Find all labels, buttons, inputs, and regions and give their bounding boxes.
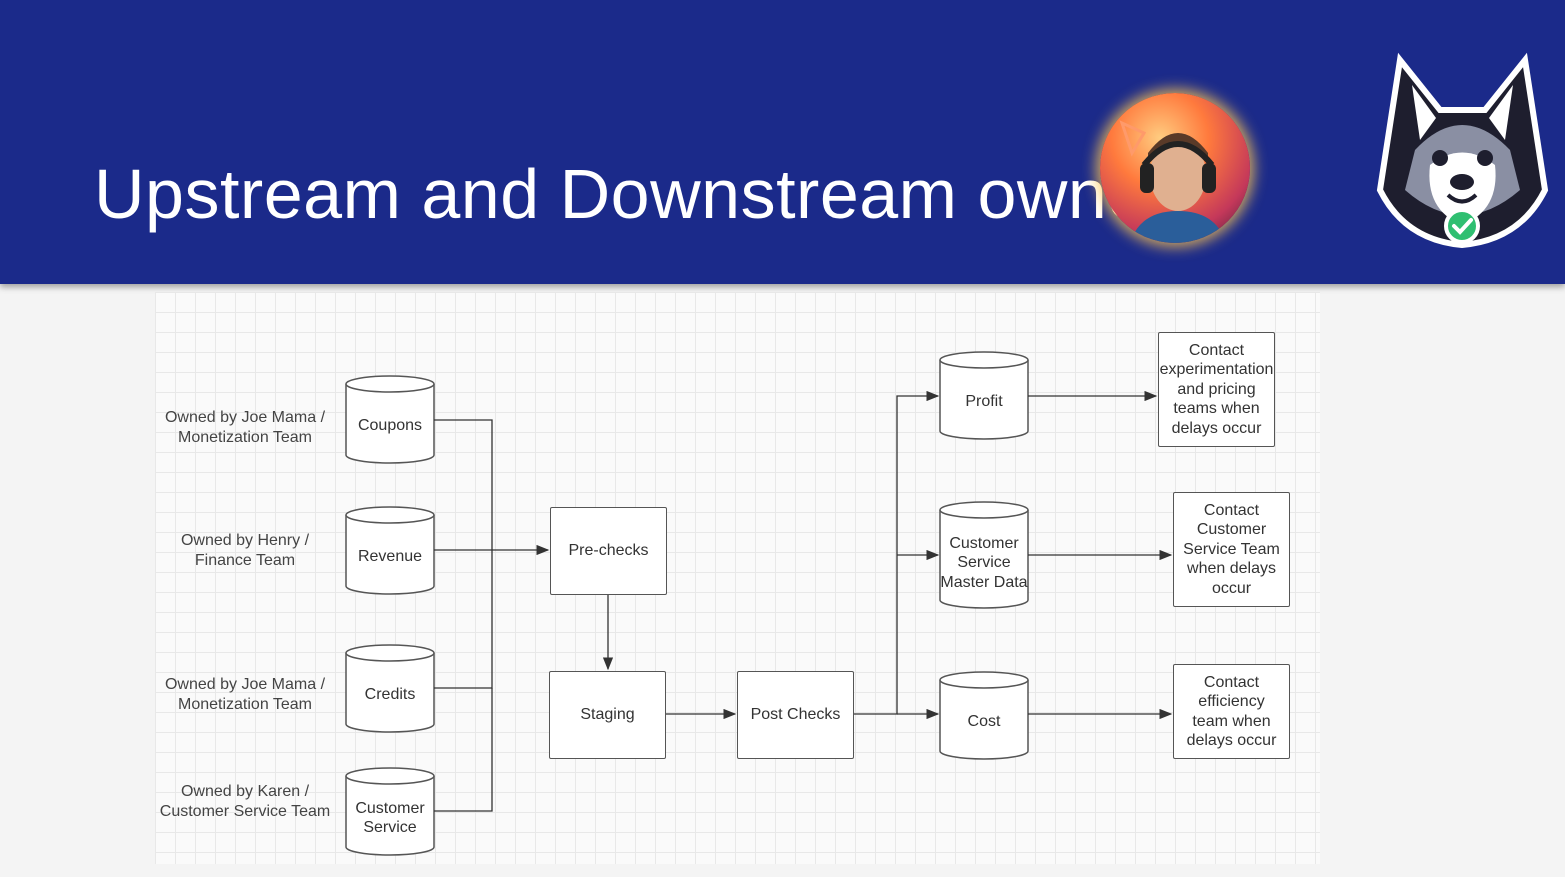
- slide-title: Upstream and Downstream owne: [94, 155, 1147, 233]
- edge-customer-service-prechecks: [434, 688, 493, 812]
- owner-label-revenue: Owned by Henry / Finance Team: [180, 532, 310, 569]
- presenter-webcam: [1100, 93, 1250, 243]
- cylinder-coupons: [345, 375, 435, 464]
- cylinder-cost: [939, 671, 1029, 760]
- edge-coupons-prechecks: [434, 419, 493, 550]
- edge-credits-prechecks: [434, 550, 493, 689]
- node-contact-experimentation: Contact experimentation and pricing team…: [1158, 332, 1275, 447]
- diagram-canvas: Owned by Joe Mama / Monetization Team Ow…: [155, 292, 1320, 864]
- owner-label-coupons: Owned by Joe Mama / Monetization Team: [164, 409, 326, 446]
- owner-label-customer-service: Owned by Karen / Customer Service Team: [159, 783, 331, 820]
- node-contact-efficiency: Contact efficiency team when delays occu…: [1173, 664, 1290, 759]
- node-staging: Staging: [549, 671, 666, 759]
- node-customer-service: Customer Service: [355, 799, 425, 837]
- cylinder-profit: [939, 351, 1029, 440]
- node-post-checks: Post Checks: [737, 671, 854, 759]
- node-contact-customer-service: Contact Customer Service Team when delay…: [1173, 492, 1290, 607]
- cylinder-revenue: [345, 506, 435, 595]
- cylinder-customer-service: [345, 767, 435, 856]
- node-cost: Cost: [967, 713, 1001, 731]
- node-revenue: Revenue: [357, 548, 423, 566]
- node-coupons: Coupons: [357, 417, 423, 435]
- node-profit: Profit: [965, 393, 1003, 411]
- node-prechecks: Pre-checks: [550, 507, 667, 595]
- husky-logo-icon: [1370, 40, 1555, 252]
- diagram-shapes: [345, 351, 1173, 856]
- node-customer-service-master-data: Customer Service Master Data: [940, 534, 1028, 591]
- slide-header: Upstream and Downstream owne: [0, 0, 1565, 284]
- owner-label-credits: Owned by Joe Mama / Monetization Team: [164, 676, 326, 713]
- cylinder-credits: [345, 644, 435, 733]
- cylinder-customer-service-master-data: [939, 501, 1029, 609]
- check-badge-icon: [1444, 208, 1480, 244]
- node-credits: Credits: [364, 686, 416, 704]
